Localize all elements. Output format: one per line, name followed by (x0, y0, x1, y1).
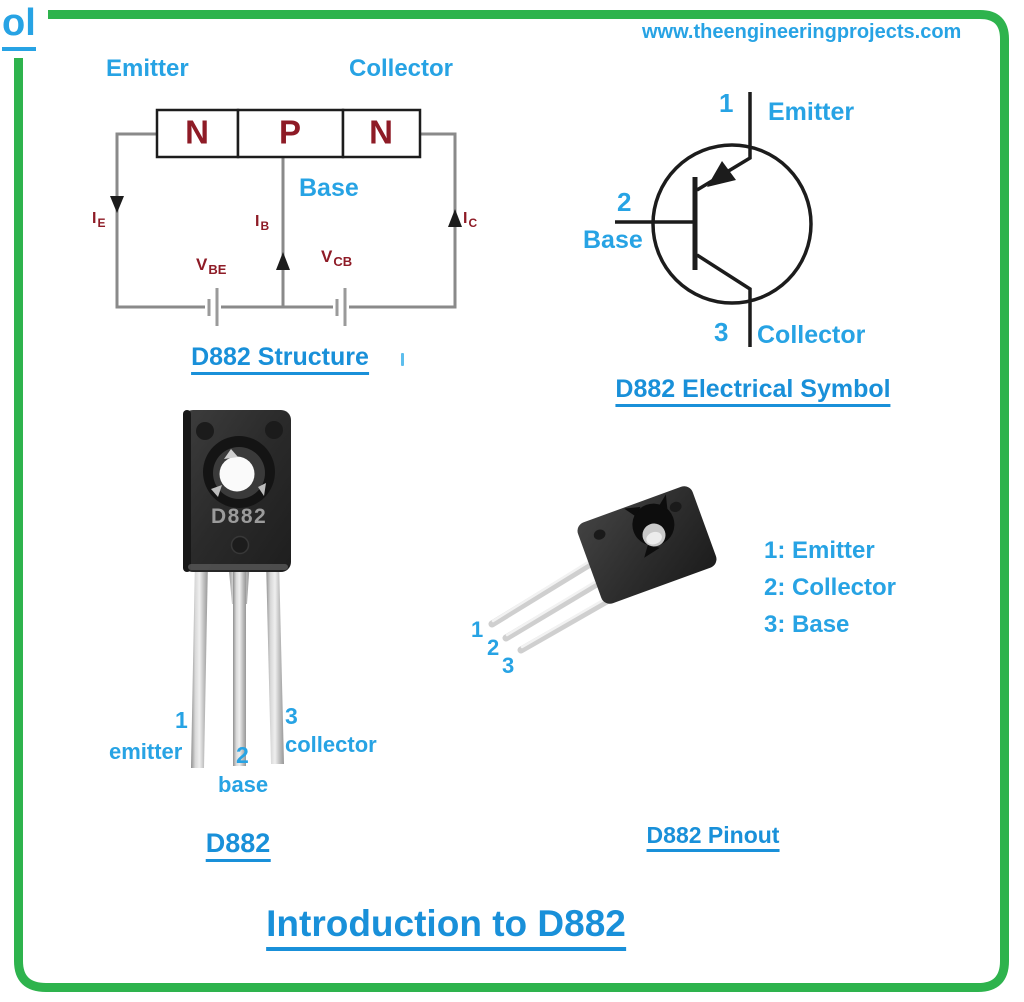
fragment-text: ol (2, 3, 36, 51)
pinout-photo (488, 486, 717, 654)
region-p: P (278, 113, 302, 151)
symbol-emitter-label: Emitter (768, 98, 855, 126)
package-pin3-number: 3 (285, 703, 298, 729)
region-n-left: N (185, 113, 209, 151)
voltage-vcb-label: VCB (321, 247, 353, 269)
pinout-caption: D882 Pinout (646, 823, 780, 853)
package-pin2-number: 2 (236, 742, 249, 768)
cropped-word-fragment: ol (2, 3, 36, 51)
package-caption: D882 (205, 829, 271, 863)
structure-emitter-label: Emitter (106, 55, 189, 82)
page-title: Introduction to D882 (266, 904, 626, 951)
structure-base-label: Base (299, 174, 359, 202)
symbol-pin2-number: 2 (617, 187, 632, 217)
green-border (13, 10, 1009, 992)
package-emitter-label: emitter (109, 739, 183, 764)
transistor-symbol (615, 92, 813, 347)
current-ie-label: IE (92, 210, 106, 230)
current-ic-label: IC (463, 210, 478, 230)
pinout-leg1-number: 1 (471, 617, 484, 642)
package-base-label: base (218, 772, 269, 797)
pinout-legend-emitter: 1: Emitter (764, 537, 875, 564)
structure-caption: D882 Structure (191, 344, 369, 376)
symbol-collector-label: Collector (757, 321, 866, 349)
website-url: www.theengineeringprojects.com (642, 21, 962, 43)
voltage-vbe-label: VBE (196, 255, 227, 277)
package-marking: D882 (211, 505, 268, 528)
symbol-pin1-number: 1 (719, 88, 734, 118)
package-pin1-number: 1 (175, 707, 188, 733)
symbol-base-label: Base (583, 226, 643, 254)
stray-mark (401, 353, 404, 366)
transistor-photo (183, 410, 291, 768)
pinout-legend-base: 3: Base (764, 611, 850, 638)
pinout-leg2-number: 2 (487, 635, 500, 660)
npn-structure-diagram (110, 108, 462, 326)
pinout-leg3-number: 3 (502, 653, 515, 678)
pinout-legend-collector: 2: Collector (764, 574, 897, 601)
package-collector-label: collector (285, 732, 377, 757)
symbol-caption: D882 Electrical Symbol (615, 376, 891, 408)
symbol-pin3-number: 3 (714, 317, 729, 347)
structure-collector-label: Collector (349, 55, 454, 82)
current-ib-label: IB (255, 213, 270, 233)
region-n-right: N (369, 113, 393, 151)
